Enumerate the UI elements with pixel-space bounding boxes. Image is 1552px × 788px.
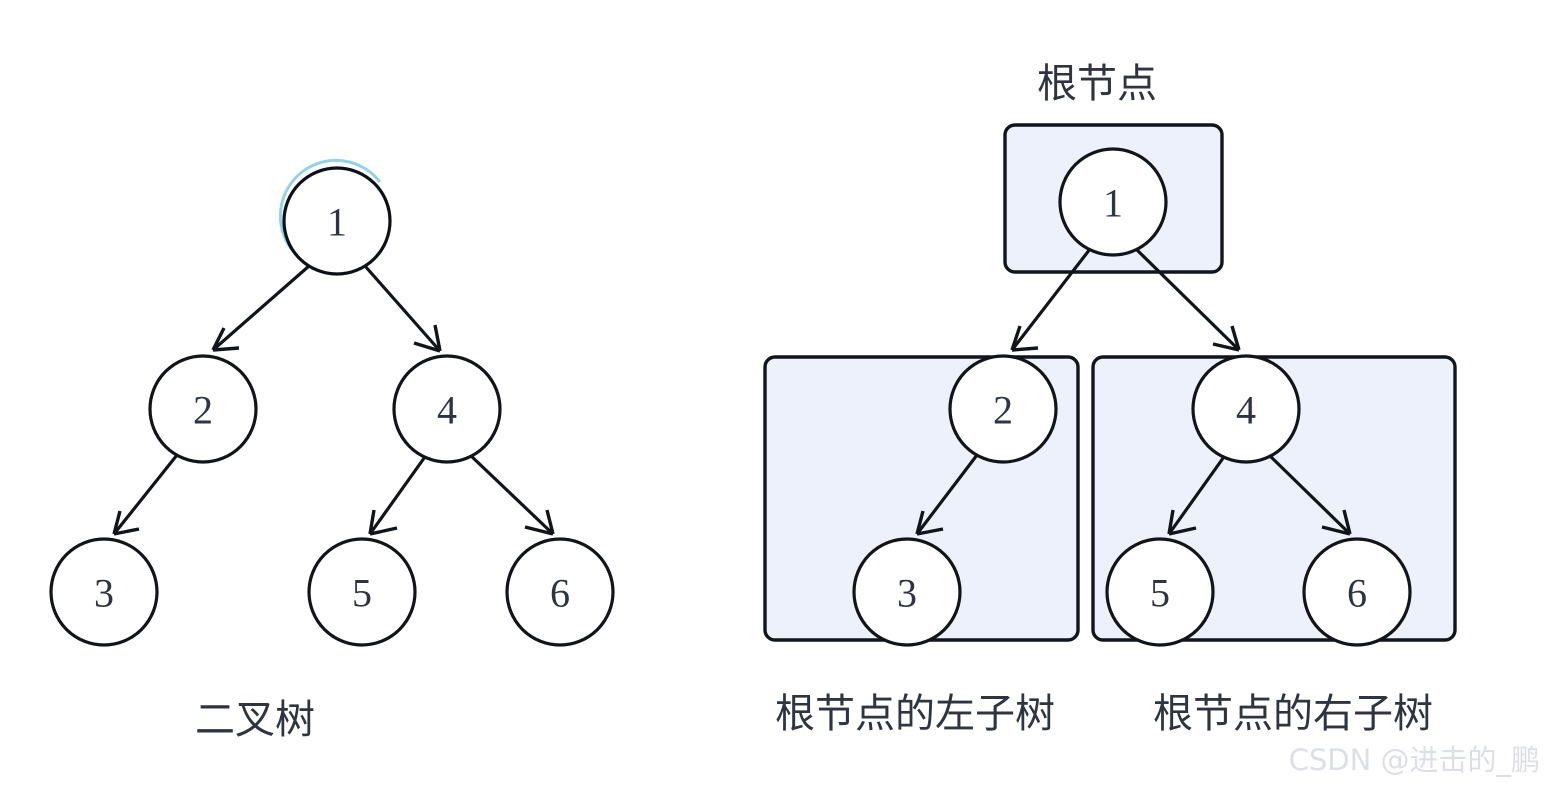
edge-r-4-5 [1167, 453, 1228, 536]
edge-r-1-2 [1010, 248, 1092, 352]
right-node-3: 3 [852, 537, 962, 647]
edge-1-4 [363, 264, 442, 353]
node-label-r3: 3 [897, 571, 917, 616]
node-label-2: 2 [193, 388, 213, 433]
right-node-1: 1 [1058, 147, 1168, 257]
node-label-r5: 5 [1150, 571, 1170, 616]
left-diagram-caption: 二叉树 [195, 697, 315, 743]
right-node-5: 5 [1105, 537, 1215, 647]
right-node-6: 6 [1302, 537, 1412, 647]
right-diagram-group: 1 2 3 4 5 6 根节点 根节 [763, 61, 1457, 737]
left-node-4: 4 [392, 354, 502, 464]
node-label-r4: 4 [1236, 388, 1256, 433]
node-label-5: 5 [352, 571, 372, 616]
left-node-5: 5 [307, 537, 417, 647]
node-label-r6: 6 [1347, 571, 1367, 616]
edge-4-5 [368, 453, 429, 536]
node-label-1: 1 [327, 200, 347, 245]
node-label-3: 3 [94, 571, 114, 616]
root-node-caption: 根节点 [1037, 61, 1157, 107]
node-label-r1: 1 [1103, 181, 1123, 226]
edge-r-4-6 [1266, 452, 1352, 536]
left-subtree-caption: 根节点的左子树 [775, 691, 1055, 737]
left-node-6: 6 [505, 537, 615, 647]
node-label-4: 4 [437, 388, 457, 433]
node-label-r2: 2 [993, 388, 1013, 433]
left-diagram-group: 1 2 3 4 5 6 二叉树 [49, 158, 615, 743]
left-edges [112, 264, 555, 536]
edge-r-1-4 [1134, 247, 1241, 352]
left-node-2: 2 [148, 354, 258, 464]
edge-r-2-3 [915, 454, 979, 536]
left-node-1: 1 [282, 166, 392, 276]
node-label-6: 6 [550, 571, 570, 616]
edge-4-6 [467, 452, 555, 536]
right-node-4: 4 [1191, 354, 1301, 464]
right-subtree-caption: 根节点的右子树 [1153, 691, 1433, 737]
right-node-2: 2 [948, 354, 1058, 464]
left-node-3: 3 [49, 537, 159, 647]
edge-1-2 [211, 264, 311, 352]
csdn-watermark: CSDN @进击的_鹏 [1289, 743, 1540, 777]
scan-artifact-arc [278, 158, 382, 251]
right-edges [915, 247, 1352, 536]
edge-2-3 [112, 454, 179, 536]
